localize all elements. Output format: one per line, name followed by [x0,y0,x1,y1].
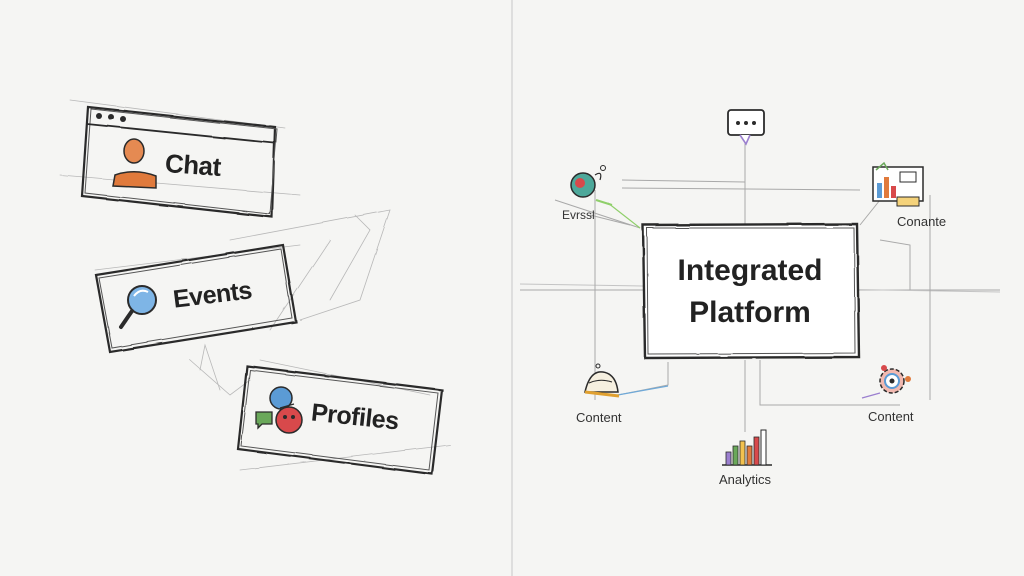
hub-title-line1: Integrated [677,254,823,287]
speech-bubble-icon [727,109,765,146]
node-bottom-label: Analytics [719,472,772,487]
card-events [94,243,298,354]
node-bottom-right-label: Content [868,409,914,424]
hub-title: Integrated Platform [650,250,850,334]
node-bottom-left-label: Content [576,410,622,425]
person-icon [112,138,157,189]
chat-bubbles-icon [255,386,303,434]
card-chat-label: Chat [164,148,222,182]
hub-title-line2: Platform [689,296,811,329]
gear-face-icon [879,365,911,394]
hub-box [641,222,861,360]
sketch-guidelines [59,99,451,471]
helmet-icon [584,363,620,398]
card-profiles [236,364,444,476]
node-top-right-label: Conante [897,214,947,229]
magnifier-icon [119,285,157,329]
bar-chart-icon [722,429,772,466]
node-events-label: Evrssl [562,208,595,222]
dashboard-icon [872,161,924,207]
globe-icon [570,165,613,206]
card-chat [80,105,278,219]
